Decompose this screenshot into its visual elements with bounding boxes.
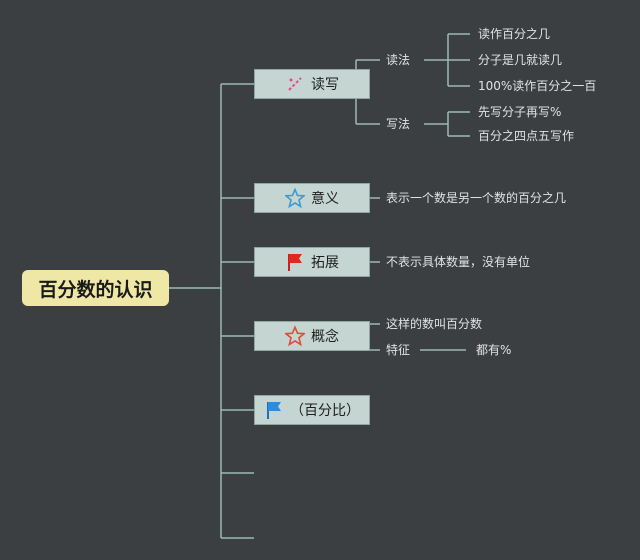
- writing-item[interactable]: 百分之四点五写作: [478, 129, 575, 143]
- star-outline-icon: [285, 188, 305, 208]
- root-topic[interactable]: 百分数的认识: [22, 270, 169, 306]
- writing-item[interactable]: 先写分子再写%: [478, 105, 562, 119]
- concept-feature-value[interactable]: 都有%: [476, 343, 512, 357]
- branch-concept[interactable]: 概念: [254, 321, 370, 351]
- reading-method[interactable]: 读法: [386, 53, 411, 67]
- blue-flag-icon: [264, 400, 284, 420]
- concept-item[interactable]: 这样的数叫百分数: [386, 317, 483, 331]
- branch-label: 拓展: [311, 255, 339, 271]
- branch-label: （百分比）: [290, 403, 360, 419]
- meaning-text[interactable]: 表示一个数是另一个数的百分之几: [386, 191, 567, 205]
- concept-feature[interactable]: 特征: [386, 343, 411, 357]
- branch-meaning[interactable]: 意义: [254, 183, 370, 213]
- branch-label: 概念: [311, 329, 339, 345]
- red-star-outline-icon: [285, 325, 305, 347]
- branch-label: 读写: [311, 77, 339, 93]
- reading-item[interactable]: 分子是几就读几: [478, 53, 563, 67]
- reading-item[interactable]: 100%读作百分之一百: [478, 79, 597, 93]
- writing-method[interactable]: 写法: [386, 117, 411, 131]
- pencil-icon: [285, 74, 305, 94]
- reading-item[interactable]: 读作百分之几: [478, 27, 551, 41]
- extension-text[interactable]: 不表示具体数量，没有单位: [386, 255, 531, 269]
- branch-label: 意义: [311, 191, 339, 207]
- red-flag-icon: [285, 252, 305, 272]
- branch-extension[interactable]: 拓展: [254, 247, 370, 277]
- branch-percentage[interactable]: （百分比）: [254, 395, 370, 425]
- branch-reading-writing[interactable]: 读写: [254, 69, 370, 99]
